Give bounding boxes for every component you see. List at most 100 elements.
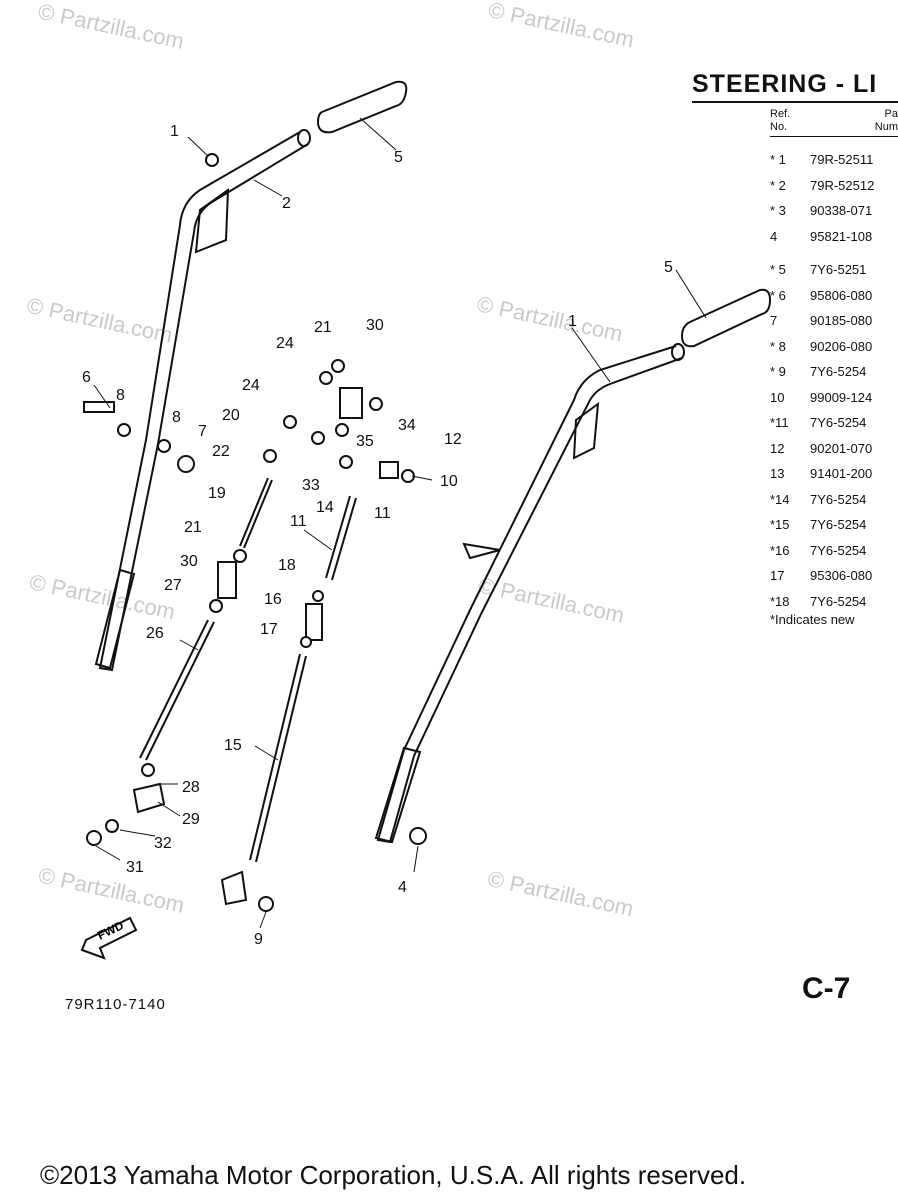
ref-number: 12 <box>770 440 785 456</box>
callout-10: 10 <box>440 473 458 490</box>
callout-15: 15 <box>224 737 242 754</box>
callout-2: 2 <box>282 195 291 212</box>
callout-18: 18 <box>278 557 296 574</box>
callout-17: 17 <box>260 621 278 638</box>
watermark: © Partzilla.com <box>486 0 636 52</box>
ref-number: 17 <box>770 568 785 583</box>
callout-22: 22 <box>212 443 230 460</box>
callout-26: 29 <box>182 811 200 828</box>
callout-14: 14 <box>316 499 334 516</box>
callout-31: 30 <box>180 553 198 570</box>
callout-3: 1 <box>170 123 179 140</box>
callout-29: 31 <box>126 859 144 876</box>
ref-number: * 9 <box>770 364 786 379</box>
callout-21: 21 <box>184 519 202 536</box>
watermark: © Partzilla.com <box>485 866 635 921</box>
table-row: *18 7Y6-5254 <box>770 589 898 615</box>
ref-number: * 5 <box>770 262 786 277</box>
part-number: 95806-080 <box>810 287 873 303</box>
callout-13: 12 <box>444 431 462 448</box>
callout-33: 33 <box>302 477 320 494</box>
part-number: 79R-52512 <box>810 177 875 193</box>
callout-5: 5 <box>394 149 403 166</box>
callout-5: 5 <box>664 259 673 276</box>
part-number: 90206-080 <box>810 338 873 354</box>
callout-7: 7 <box>198 423 207 440</box>
callout-4: 4 <box>398 879 407 896</box>
callout-30: 32 <box>154 835 172 852</box>
title-rule <box>692 101 898 103</box>
header-number: Num <box>874 121 898 133</box>
table-row: * 1 79R-52511 <box>770 147 898 173</box>
right-handle-pipe <box>374 343 685 844</box>
ref-number: *18 <box>770 593 790 609</box>
header-no: No. <box>770 121 788 133</box>
ref-number: * 1 <box>770 152 786 167</box>
watermark: © Partzilla.com <box>27 569 177 624</box>
ref-number: 4 <box>770 228 778 244</box>
fasteners <box>83 153 427 912</box>
part-number: 7Y6-5254 <box>810 593 867 609</box>
watermark: © Partzilla.com <box>36 0 186 54</box>
table-row: * 9 7Y6-5254 <box>770 359 898 385</box>
ref-number: * 3 <box>770 203 786 218</box>
part-number: 90201-070 <box>810 440 873 456</box>
callout-16: 16 <box>264 591 282 608</box>
part-number: 7Y6-5254 <box>810 415 867 430</box>
part-number: 79R-52511 <box>810 152 874 167</box>
table-row: * 3 90338-071 <box>770 198 898 224</box>
callout-1: 1 <box>568 313 577 330</box>
ref-number: *16 <box>770 542 790 558</box>
table-row: *14 7Y6-5254 <box>770 487 898 513</box>
part-number: 7Y6-5254 <box>810 491 867 507</box>
callout-8: 8 <box>172 409 181 426</box>
ref-number: 10 <box>770 389 785 405</box>
watermark: © Partzilla.com <box>36 862 186 917</box>
callout-9: 9 <box>254 931 263 948</box>
drawing-number: 79R110-7140 <box>65 996 166 1013</box>
fwd-arrow: FWD <box>80 916 138 960</box>
callout-19: 19 <box>208 485 226 502</box>
ref-number: 13 <box>770 466 785 481</box>
part-number: 95306-080 <box>810 568 873 583</box>
table-row: 4 95821-108 <box>770 224 898 250</box>
callout-24: 24 <box>242 377 260 394</box>
table-row: * 6 95806-080 <box>770 283 898 309</box>
part-number: 91401-200 <box>810 466 873 481</box>
callout-32: 30 <box>366 317 384 334</box>
ref-number: * 2 <box>770 177 786 193</box>
callout-20: 20 <box>222 407 240 424</box>
watermark: © Partzilla.com <box>25 293 175 348</box>
table-row: 13 91401-200 <box>770 461 898 487</box>
parts-table: Ref. No. Pa Num * 1 79R-52511 * 2 79R-52512… <box>770 108 898 627</box>
header-rule <box>770 136 898 137</box>
callout-12: 11 <box>374 505 391 522</box>
part-number: 90185-080 <box>810 313 873 328</box>
callout-35: 35 <box>356 433 374 450</box>
ref-number: * 6 <box>770 287 786 303</box>
ref-number: 7 <box>770 313 778 328</box>
callout-8: 8 <box>116 387 125 404</box>
header-part: Pa <box>884 108 898 120</box>
table-row: 17 95306-080 <box>770 563 898 589</box>
leader-lines <box>93 117 707 929</box>
part-number: 90338-071 <box>810 203 873 218</box>
callout-11: 11 <box>290 513 307 530</box>
watermarks: © Partzilla.com © Partzilla.com © Partzi… <box>25 0 637 921</box>
ref-number: *15 <box>770 517 790 532</box>
table-row: 12 90201-070 <box>770 436 898 462</box>
ref-number: *14 <box>770 491 790 507</box>
table-row: 7 90185-080 <box>770 308 898 334</box>
grip <box>316 80 772 348</box>
page-title: STEERING - LI <box>692 70 878 98</box>
callout-6: 6 <box>82 369 91 386</box>
copyright-notice: ©2013 Yamaha Motor Corporation, U.S.A. A… <box>40 1160 747 1190</box>
part-number: 95821-108 <box>810 228 873 244</box>
part-number: 7Y6-5254 <box>810 364 867 379</box>
header-ref: Ref. <box>770 108 791 120</box>
